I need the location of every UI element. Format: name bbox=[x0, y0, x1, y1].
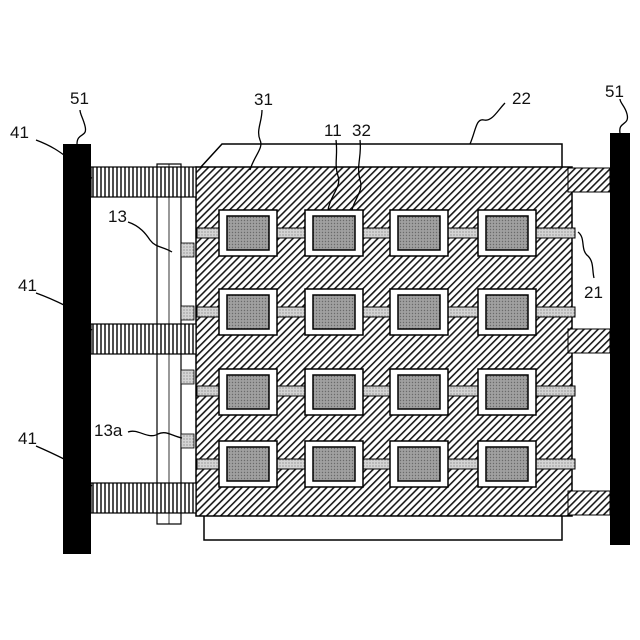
cell-element-11 bbox=[398, 447, 440, 481]
cell-element-11 bbox=[227, 295, 269, 329]
cell-element-11 bbox=[398, 375, 440, 409]
bump-13a-2 bbox=[181, 306, 194, 320]
right-connector-mid bbox=[568, 329, 610, 353]
bump-13a-4 bbox=[181, 434, 194, 448]
cell-element-11 bbox=[313, 375, 355, 409]
busbar-51-right bbox=[610, 133, 630, 545]
cell-element-11 bbox=[486, 447, 528, 481]
label-41-mid: 41 bbox=[18, 276, 37, 295]
label-51-left: 51 bbox=[70, 89, 89, 108]
cell-element-11 bbox=[398, 295, 440, 329]
label-32: 32 bbox=[352, 121, 371, 140]
label-22: 22 bbox=[512, 89, 531, 108]
cell-element-11 bbox=[227, 216, 269, 250]
sheet-22-bottom bbox=[204, 514, 562, 540]
busbar-51-left bbox=[63, 144, 91, 554]
right-connector-top bbox=[568, 168, 610, 192]
cell-element-11 bbox=[313, 216, 355, 250]
bump-13a-3 bbox=[181, 370, 194, 384]
leader-51-right bbox=[620, 99, 628, 133]
lead-41-top bbox=[91, 167, 196, 197]
label-13a: 13a bbox=[94, 421, 123, 440]
lead-41-mid bbox=[91, 324, 196, 354]
leader-21 bbox=[578, 232, 594, 278]
leader-51-left bbox=[77, 110, 86, 144]
label-13: 13 bbox=[108, 207, 127, 226]
label-41-bottom: 41 bbox=[18, 429, 37, 448]
sheet-22-top bbox=[200, 144, 562, 168]
cell-element-11 bbox=[398, 216, 440, 250]
cell-element-11 bbox=[227, 447, 269, 481]
lead-41-bottom bbox=[91, 483, 196, 513]
label-21: 21 bbox=[584, 283, 603, 302]
right-connector-bottom bbox=[568, 491, 610, 515]
cell-element-11 bbox=[227, 375, 269, 409]
label-51-right: 51 bbox=[605, 82, 624, 101]
label-31: 31 bbox=[254, 90, 273, 109]
cell-element-11 bbox=[313, 295, 355, 329]
label-41-top: 41 bbox=[10, 123, 29, 142]
cell-element-11 bbox=[486, 295, 528, 329]
label-11: 11 bbox=[324, 121, 342, 140]
leader-22 bbox=[470, 103, 505, 144]
cell-element-11 bbox=[313, 447, 355, 481]
cell-element-11 bbox=[486, 375, 528, 409]
cell-element-11 bbox=[486, 216, 528, 250]
bump-13a-1 bbox=[181, 243, 194, 257]
